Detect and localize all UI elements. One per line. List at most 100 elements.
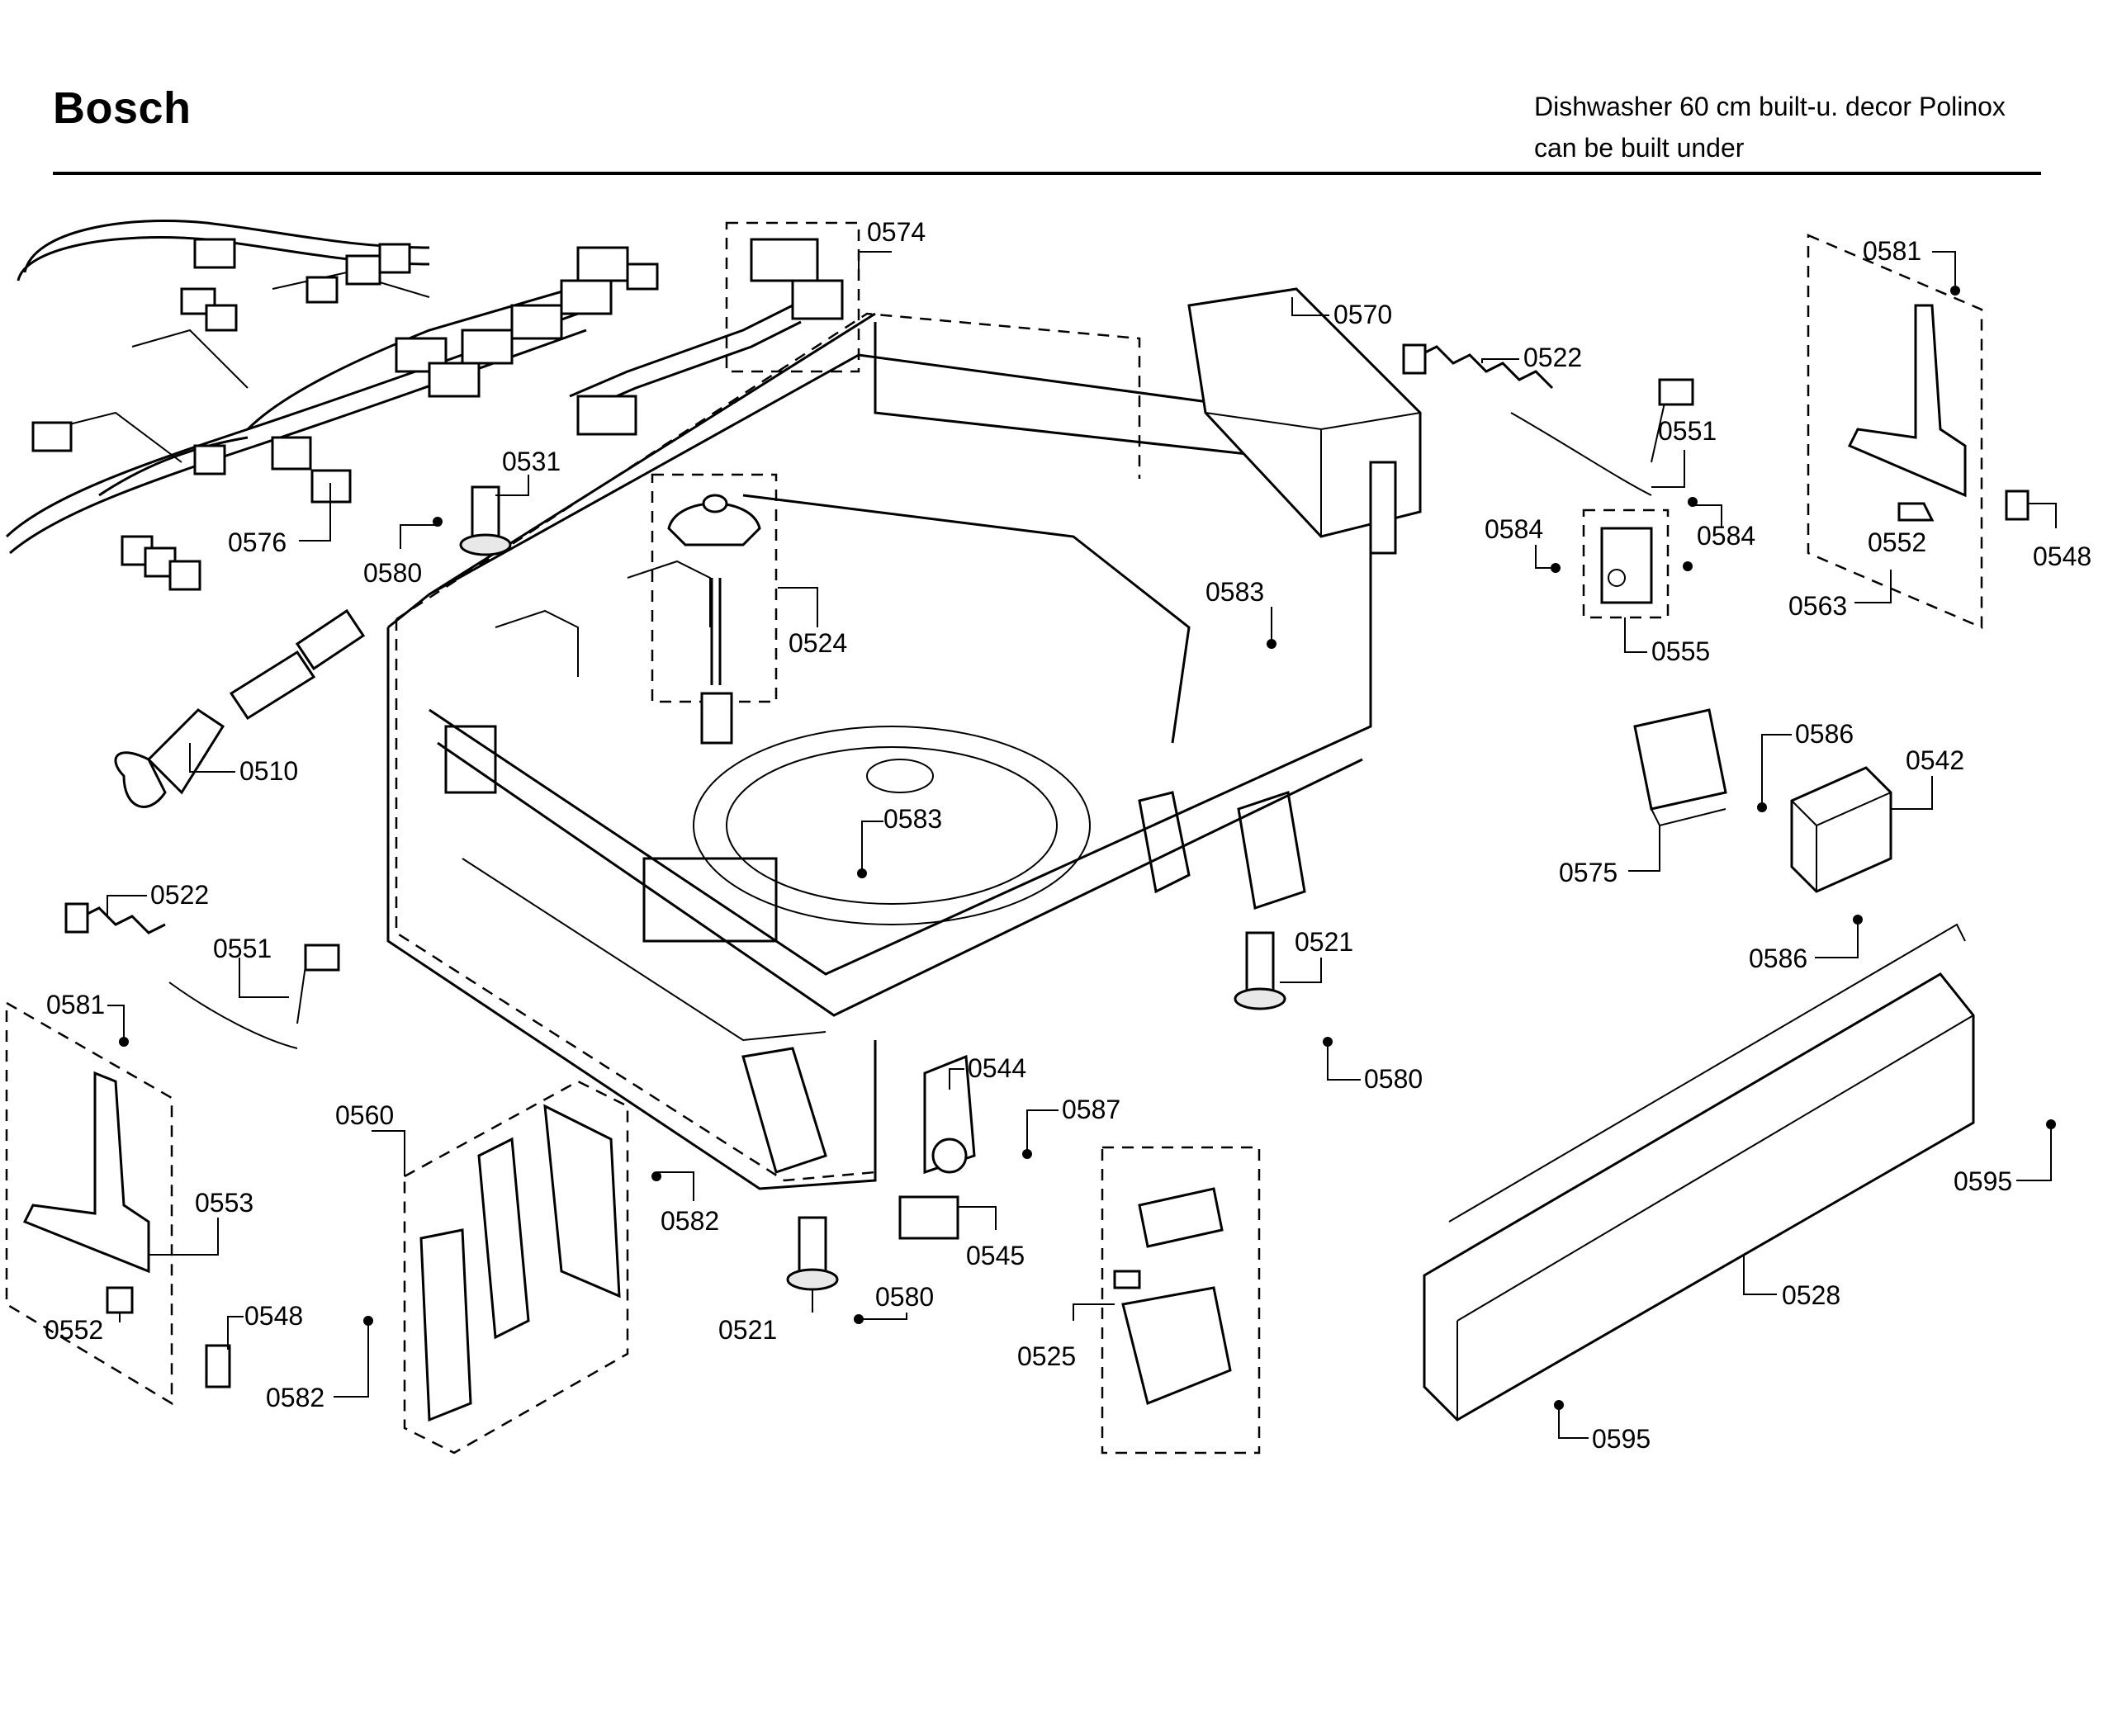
callout-0548-right[interactable]: 0548 <box>2027 503 2091 571</box>
callout-0581-left[interactable]: 0581 <box>46 990 125 1037</box>
callout-0574[interactable]: 0574 <box>858 217 926 281</box>
callout-0531[interactable]: 0531 <box>495 447 561 496</box>
callout-label: 0581 <box>1863 236 1921 266</box>
door-spring-0522-top-drawing <box>1402 343 1554 390</box>
screws-drawing <box>119 286 2056 1410</box>
callout-0542[interactable]: 0542 <box>1891 745 1964 810</box>
door-spring-0522-left-drawing <box>64 902 166 934</box>
callout-0583-lower[interactable]: 0583 <box>861 804 942 870</box>
callout-0580-upper-left[interactable]: 0580 <box>363 524 438 588</box>
adjustable-foot-0521-right-drawing <box>1234 931 1286 1010</box>
callout-label: 0583 <box>1205 577 1264 607</box>
callout-0576[interactable]: 0576 <box>228 483 331 557</box>
callout-label: 0542 <box>1906 745 1964 775</box>
callout-label: 0521 <box>718 1315 777 1345</box>
callout-0580-right[interactable]: 0580 <box>1327 1045 1423 1094</box>
callout-0595-right[interactable]: 0595 <box>1954 1128 2052 1196</box>
callout-0521-center[interactable]: 0521 <box>718 1289 813 1345</box>
clip-0548-right-drawing <box>2005 490 2030 521</box>
pump-0544-drawing <box>923 1054 976 1175</box>
callout-label: 0522 <box>150 880 209 910</box>
callout-0570[interactable]: 0570 <box>1291 297 1392 329</box>
callout-0580-center[interactable]: 0580 <box>862 1282 934 1320</box>
callout-label: 0584 <box>1697 521 1755 551</box>
callout-0524[interactable]: 0524 <box>778 587 847 658</box>
bracket-0555-drawing <box>1582 509 1670 619</box>
callout-0587[interactable]: 0587 <box>1026 1095 1120 1151</box>
callout-0583-upper[interactable]: 0583 <box>1205 577 1272 644</box>
callout-0545[interactable]: 0545 <box>958 1206 1025 1270</box>
callout-label: 0522 <box>1523 343 1582 372</box>
callout-0582-left[interactable]: 0582 <box>266 1325 369 1412</box>
callout-label: 0545 <box>966 1241 1025 1270</box>
callout-0551-left[interactable]: 0551 <box>213 934 289 998</box>
callout-0553[interactable]: 0553 <box>149 1188 253 1256</box>
drain-hose-0510-drawing <box>114 608 366 808</box>
callout-0560[interactable]: 0560 <box>335 1100 405 1176</box>
callout-0528[interactable]: 0528 <box>1743 1255 1840 1310</box>
callout-label: 0560 <box>335 1100 394 1130</box>
callout-label: 0587 <box>1062 1095 1120 1124</box>
callout-0581-right[interactable]: 0581 <box>1863 236 1956 286</box>
callout-label: 0583 <box>883 804 942 834</box>
cover-0542-drawing <box>1790 766 1892 893</box>
callout-label: 0570 <box>1333 300 1392 329</box>
callout-label: 0582 <box>661 1206 719 1236</box>
callout-0582-right[interactable]: 0582 <box>656 1171 719 1236</box>
callout-label: 0521 <box>1295 927 1353 957</box>
callout-0510[interactable]: 0510 <box>189 743 298 786</box>
callout-0586-lower[interactable]: 0586 <box>1749 923 1859 973</box>
callout-label: 0574 <box>867 217 926 247</box>
callout-0522-top[interactable]: 0522 <box>1481 343 1582 372</box>
base-frame-drawing <box>386 312 1372 1190</box>
callout-label: 0531 <box>502 447 561 476</box>
callout-label: 0586 <box>1795 719 1854 749</box>
wire-harness-drawing <box>5 220 659 591</box>
callout-label: 0524 <box>789 628 847 658</box>
callout-label: 0551 <box>213 934 272 963</box>
callout-0586-upper[interactable]: 0586 <box>1761 719 1854 805</box>
model-title-line-1: Dishwasher 60 cm built-u. decor Polinox <box>1534 92 2006 121</box>
callout-label: 0525 <box>1017 1341 1076 1371</box>
callout-label: 0544 <box>968 1053 1026 1083</box>
callout-label: 0586 <box>1749 944 1807 973</box>
callout-0555[interactable]: 0555 <box>1624 617 1710 666</box>
callout-0563[interactable]: 0563 <box>1788 570 1892 621</box>
callout-label: 0575 <box>1559 858 1618 887</box>
callout-label: 0553 <box>195 1188 253 1218</box>
callout-0595-lower[interactable]: 0595 <box>1558 1408 1651 1454</box>
clip-0548-left-drawing <box>205 1344 231 1388</box>
callout-label: 0580 <box>363 558 422 588</box>
cable-0574-drawing <box>569 221 860 436</box>
float-0524-drawing <box>651 473 778 745</box>
callout-label: 0555 <box>1651 636 1710 666</box>
cover-0545-drawing <box>898 1195 959 1240</box>
callout-label: 0548 <box>2033 542 2091 571</box>
callout-label: 0595 <box>1592 1424 1651 1454</box>
bracket-0575-drawing <box>1633 708 1727 827</box>
callout-0552-left[interactable]: 0552 <box>45 1313 121 1345</box>
callout-0584-right[interactable]: 0584 <box>1693 504 1755 551</box>
callout-0575[interactable]: 0575 <box>1559 825 1660 887</box>
callout-0551-top[interactable]: 0551 <box>1651 416 1717 488</box>
hinge-0553-drawing <box>5 1000 173 1406</box>
callout-label: 0582 <box>266 1383 324 1412</box>
model-title: Dishwasher 60 cm built-u. decor Polinox … <box>1534 86 2006 168</box>
callout-label: 0576 <box>228 527 287 557</box>
callout-0548-left[interactable]: 0548 <box>227 1301 303 1350</box>
callout-label: 0580 <box>875 1282 934 1312</box>
callout-0552-right[interactable]: 0552 <box>1868 503 1926 557</box>
callout-label: 0563 <box>1788 591 1847 621</box>
callout-0522-left[interactable]: 0522 <box>107 880 209 916</box>
callout-0525[interactable]: 0525 <box>1017 1303 1115 1371</box>
callout-label: 0595 <box>1954 1166 2012 1196</box>
callout-0584-left[interactable]: 0584 <box>1485 514 1556 569</box>
adjustable-foot-0531-drawing <box>459 485 512 556</box>
brackets-0560-drawing <box>403 1080 629 1455</box>
callout-0521-right[interactable]: 0521 <box>1280 927 1353 983</box>
callout-label: 0580 <box>1364 1064 1423 1094</box>
callout-label: 0510 <box>239 756 298 786</box>
callout-0544[interactable]: 0544 <box>949 1053 1026 1090</box>
model-title-line-2: can be built under <box>1534 133 1745 163</box>
